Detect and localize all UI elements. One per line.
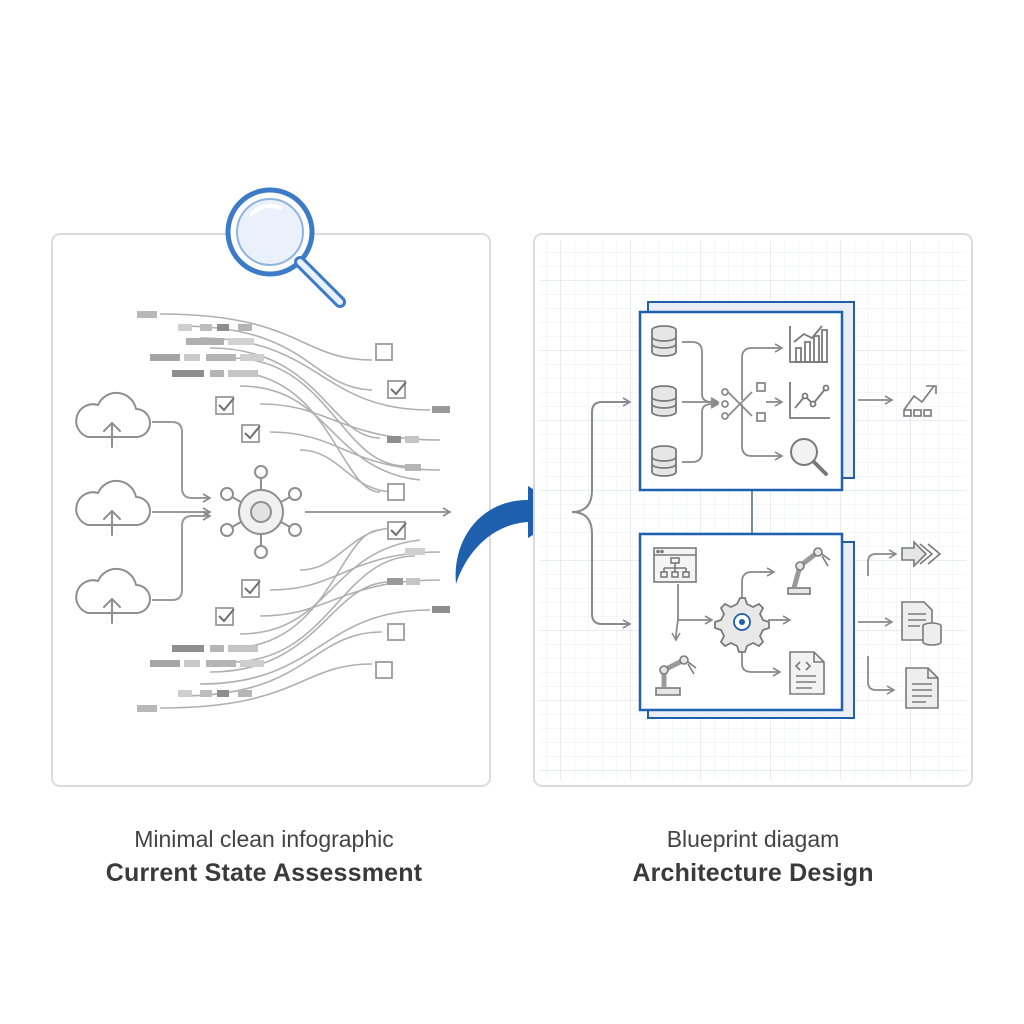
sitemap-icon: [653, 547, 697, 583]
left-caption-subtitle: Minimal clean infographic: [134, 826, 394, 852]
cloud-upload-icon: [75, 479, 151, 536]
cloud-upload-icons: [75, 391, 151, 624]
left-caption-title: Current State Assessment: [105, 859, 423, 887]
checkbox-icon: [387, 623, 405, 641]
database-icon: [651, 445, 677, 477]
right-caption: Blueprint diagam Architecture Design: [543, 826, 963, 888]
bottom-module-connectors: [671, 567, 792, 677]
database-icon: [651, 325, 677, 357]
database-icon: [651, 385, 677, 417]
database-icons: [651, 325, 677, 477]
automation-module: [638, 532, 855, 719]
document-icon: [905, 667, 939, 709]
checkbox-checked-icon: [387, 521, 407, 540]
right-caption-title: Architecture Design: [632, 859, 874, 887]
branch-connectors: [571, 397, 753, 629]
checkbox-checked-icon: [241, 424, 261, 443]
cloud-upload-icon: [75, 567, 151, 624]
document-database-icon: [901, 601, 942, 646]
code-document-icon: [789, 651, 825, 695]
checkbox-icon: [375, 343, 393, 361]
cloud-upload-icon: [75, 391, 151, 448]
cloud-connectors: [152, 421, 212, 601]
top-module-connectors: [682, 341, 784, 463]
checkbox-icon: [387, 483, 405, 501]
bar-chart-icon: [789, 325, 828, 363]
analytics-module: [638, 301, 937, 492]
line-chart-icon: [789, 382, 830, 419]
arrows-icon: [901, 540, 942, 568]
flow-chart-icon: [903, 385, 937, 417]
right-panel: [533, 233, 973, 787]
robot-arm-icon: [787, 547, 831, 595]
flow-lines: [159, 313, 441, 709]
left-panel: [51, 187, 491, 787]
search-icon: [790, 438, 828, 476]
data-bars: [137, 311, 450, 712]
magnifier-icon: [225, 187, 346, 308]
checkbox-icon: [375, 661, 393, 679]
output-connectors: [858, 549, 898, 695]
hub-node-icon: [220, 465, 452, 559]
robot-arm-icon: [655, 655, 697, 696]
checkbox-checked-icon: [215, 607, 235, 626]
checkbox-checked-icon: [241, 579, 261, 598]
right-caption-subtitle: Blueprint diagam: [666, 826, 840, 852]
gear-icon: [714, 597, 770, 653]
left-caption: Minimal clean infographic Current State …: [54, 826, 474, 888]
checkbox-checked-icon: [387, 380, 407, 399]
checkbox-icons: [215, 343, 407, 679]
checkbox-checked-icon: [215, 396, 235, 415]
